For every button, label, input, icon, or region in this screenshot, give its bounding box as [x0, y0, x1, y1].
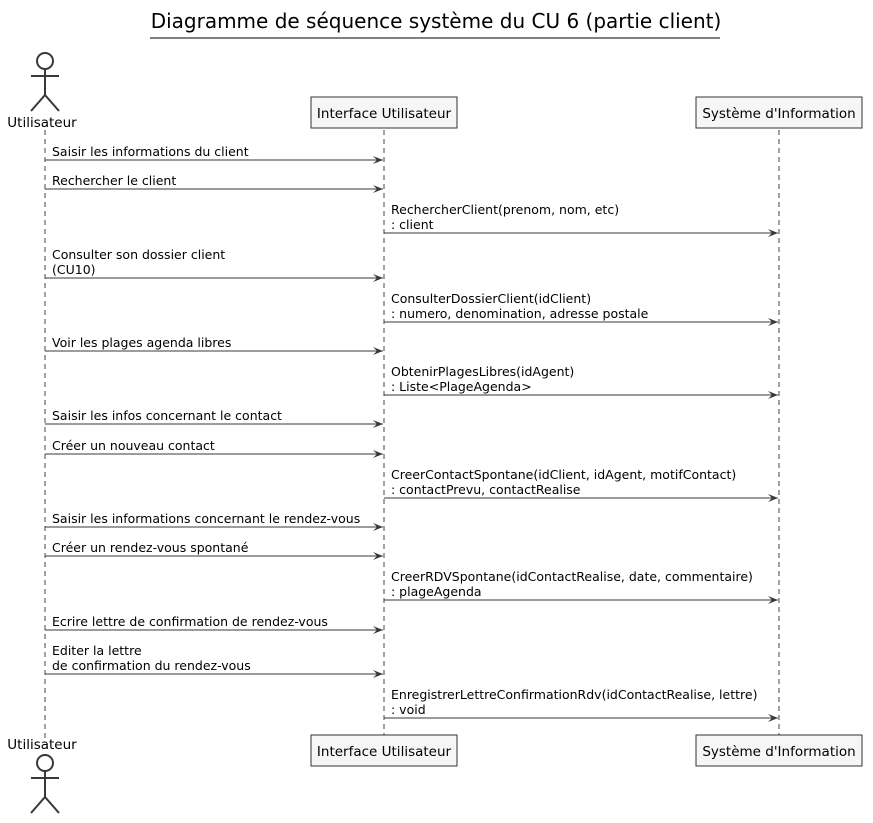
message-label: de confirmation du rendez-vous [52, 658, 251, 673]
message-arrowhead [373, 274, 383, 282]
message: Saisir les informations du client [45, 144, 383, 164]
message-label: Créer un rendez-vous spontané [52, 540, 249, 555]
message: CreerRDVSpontane(idContactRealise, date,… [384, 569, 778, 604]
message-label: Saisir les informations du client [52, 144, 249, 159]
message-label: : void [391, 702, 426, 717]
messages-group: Saisir les informations du clientRecherc… [45, 144, 778, 722]
actor-user-top: Utilisateur [7, 52, 77, 131]
message-arrowhead [373, 450, 383, 458]
message-label: Editer la lettre [52, 643, 142, 658]
message-label: Consulter son dossier client [52, 247, 225, 262]
participant-ui-top: Interface Utilisateur [310, 96, 458, 129]
message: Consulter son dossier client(CU10) [45, 247, 383, 282]
message-label: CreerContactSpontane(idClient, idAgent, … [391, 467, 736, 482]
message-arrowhead [373, 552, 383, 560]
message-label: : numero, denomination, adresse postale [391, 306, 649, 321]
message-label: : contactPrevu, contactRealise [391, 482, 581, 497]
message-arrowhead [768, 391, 778, 399]
participant-si-bottom: Système d'Information [695, 734, 863, 767]
message-label: ConsulterDossierClient(idClient) [391, 291, 591, 306]
message: Créer un rendez-vous spontané [45, 540, 383, 560]
message: Saisir les informations concernant le re… [45, 511, 383, 531]
message-arrowhead [373, 156, 383, 164]
actor-label-bottom: Utilisateur [7, 737, 77, 753]
message-label: Voir les plages agenda libres [52, 335, 231, 350]
message-arrowhead [373, 420, 383, 428]
message: Voir les plages agenda libres [45, 335, 383, 355]
message: Ecrire lettre de confirmation de rendez-… [45, 614, 383, 634]
message: Créer un nouveau contact [45, 438, 383, 458]
participant-ui-bottom: Interface Utilisateur [310, 734, 458, 767]
message: EnregistrerLettreConfirmationRdv(idConta… [384, 687, 778, 722]
message: Saisir les infos concernant le contact [45, 408, 383, 428]
actor-head [36, 754, 54, 772]
message-arrowhead [373, 626, 383, 634]
message-arrowhead [768, 596, 778, 604]
message: Rechercher le client [45, 173, 383, 193]
message-label: Ecrire lettre de confirmation de rendez-… [52, 614, 328, 629]
message-arrowhead [373, 670, 383, 678]
participant-si-label-top: Système d'Information [702, 106, 855, 122]
message-label: Rechercher le client [52, 173, 176, 188]
message-arrowhead [768, 229, 778, 237]
message-label: : plageAgenda [391, 584, 482, 599]
participant-si-label-bottom: Système d'Information [702, 744, 855, 760]
message-label: ObtenirPlagesLibres(idAgent) [391, 364, 574, 379]
message-arrowhead [768, 714, 778, 722]
message-arrowhead [768, 494, 778, 502]
message: ConsulterDossierClient(idClient): numero… [384, 291, 778, 326]
actor-head [36, 52, 54, 70]
message-label: (CU10) [52, 262, 96, 277]
participant-ui-label-top: Interface Utilisateur [317, 106, 452, 122]
message-arrowhead [373, 523, 383, 531]
message-label: EnregistrerLettreConfirmationRdv(idConta… [391, 687, 757, 702]
diagram-title: Diagramme de séquence système du CU 6 (p… [151, 9, 722, 33]
message-label: : client [391, 217, 434, 232]
message-label: CreerRDVSpontane(idContactRealise, date,… [391, 569, 753, 584]
participant-si-top: Système d'Information [695, 96, 863, 129]
participant-ui-label-bottom: Interface Utilisateur [317, 744, 452, 760]
message-label: Créer un nouveau contact [52, 438, 215, 453]
actor-user-bottom: Utilisateur [7, 737, 77, 814]
message: CreerContactSpontane(idClient, idAgent, … [384, 467, 778, 502]
message: ObtenirPlagesLibres(idAgent): Liste<Plag… [384, 364, 778, 399]
message-label: Saisir les infos concernant le contact [52, 408, 282, 423]
message-arrowhead [373, 347, 383, 355]
message-label: Saisir les informations concernant le re… [52, 511, 360, 526]
message-arrowhead [768, 318, 778, 326]
message-label: : Liste<PlageAgenda> [391, 379, 532, 394]
message-label: RechercherClient(prenom, nom, etc) [391, 202, 619, 217]
message: RechercherClient(prenom, nom, etc): clie… [384, 202, 778, 237]
message-arrowhead [373, 185, 383, 193]
actor-label-top: Utilisateur [7, 115, 77, 131]
